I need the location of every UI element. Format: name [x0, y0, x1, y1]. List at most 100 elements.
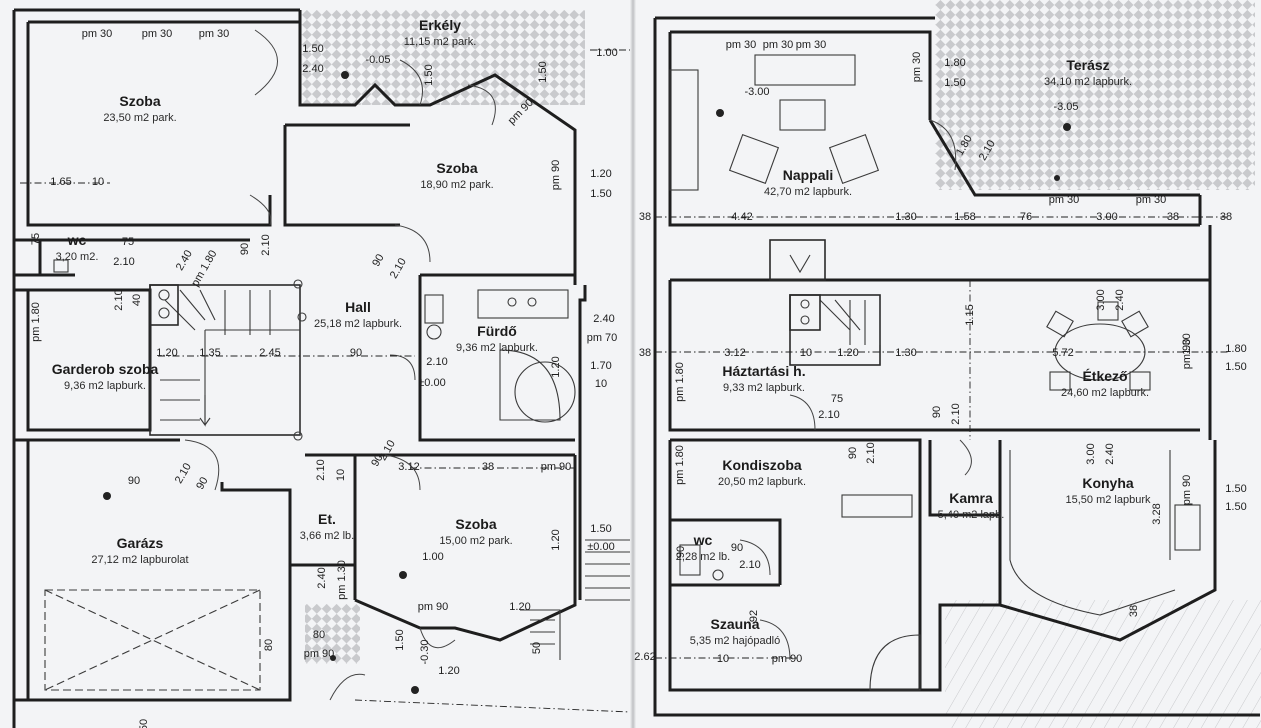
- level-marker: [103, 71, 419, 694]
- dimension-label: 1.00: [596, 47, 617, 59]
- dimension-label: pm 90: [550, 160, 562, 191]
- dimension-label: 90: [931, 406, 943, 418]
- dimension-label: pm 90: [418, 601, 449, 613]
- dimension-label: 90: [350, 347, 362, 359]
- dimension-label: 1.50: [1225, 501, 1246, 513]
- dimension-label: 2.40: [302, 63, 323, 75]
- dimension-label: 1.20: [590, 168, 611, 180]
- dimension-label: 5.72: [1052, 347, 1073, 359]
- dimension-label: -0.30: [419, 639, 431, 664]
- dimension-label: 38: [1220, 211, 1232, 223]
- ground-hatch: [945, 600, 1261, 728]
- dimension-label: 2.10: [818, 409, 839, 421]
- room-area: 20,50 m2 lapburk.: [718, 476, 806, 488]
- dimension-label: -3.00: [744, 86, 769, 98]
- dimension-label: pm 30: [726, 39, 757, 51]
- dimension-label: 3.12: [398, 461, 419, 473]
- room-name: Szoba: [455, 516, 496, 532]
- room-area: 25,18 m2 lapburk.: [314, 318, 402, 330]
- dimension-label: 10: [717, 653, 729, 665]
- dimension-label: 3.00: [1095, 289, 1107, 310]
- dimension-label: 2.10: [739, 559, 760, 571]
- plan-annotations: Erkély 11,15 m2 park. Szoba 23,50 m2 park. S…: [30, 17, 1247, 728]
- dimension-label: ±0.00: [418, 377, 445, 389]
- dimension-label: 2.40: [1114, 289, 1126, 310]
- dimension-label: 1.50: [590, 523, 611, 535]
- dimension-label: 50: [138, 719, 150, 728]
- dimension-label: 1.30: [895, 211, 916, 223]
- dimension-label: 3.28: [1151, 503, 1163, 524]
- room-name: Háztartási h.: [722, 363, 805, 379]
- dimension-label: 38: [482, 461, 494, 473]
- room-area: 23,50 m2 park.: [103, 112, 176, 124]
- dimension-label: pm 90: [1181, 339, 1193, 370]
- room-area: 9,36 m2 lapburk.: [64, 380, 146, 392]
- dimension-label: 2.40: [1104, 443, 1116, 464]
- room-area: 5,35 m2 hajópadló: [690, 635, 781, 647]
- dimension-label: -0.05: [365, 54, 390, 66]
- level-marker: [716, 109, 1071, 181]
- dimension-label: 1.20: [837, 347, 858, 359]
- balcony-tiles: [300, 10, 585, 105]
- dimension-label: pm 30: [82, 28, 113, 40]
- dimension-label: 1.35: [199, 347, 220, 359]
- dimension-label: 1.80: [944, 57, 965, 69]
- dimension-label: 2.40: [593, 313, 614, 325]
- dimension-label: 40: [131, 294, 143, 306]
- dimension-label: 2.10: [260, 234, 272, 255]
- room-name: Kondiszoba: [722, 457, 802, 473]
- dimension-label: 2.10: [113, 256, 134, 268]
- room-name: Et.: [318, 511, 336, 527]
- room-name: Garázs: [117, 535, 164, 551]
- dimension-label: pm 90: [304, 648, 335, 660]
- dimension-label: 50: [531, 642, 543, 654]
- dimension-label: 1.50: [590, 188, 611, 200]
- dimension-label: 1.50: [394, 629, 406, 650]
- dimension-label: 1.15: [964, 304, 976, 325]
- dimension-label: pm 90: [772, 653, 803, 665]
- room-area: 15,50 m2 lapburk: [1066, 494, 1151, 506]
- dimension-label: 1.70: [590, 360, 611, 372]
- room-name: Konyha: [1082, 475, 1134, 491]
- dimension-label: 38: [639, 347, 651, 359]
- dimension-label: 1.65: [50, 176, 71, 188]
- dimension-label: pm 90: [1181, 475, 1193, 506]
- dimension-label: 90: [369, 452, 386, 469]
- dimension-label: 3.12: [724, 347, 745, 359]
- room-area: 15,00 m2 park.: [439, 535, 512, 547]
- dimension-label: 10: [595, 378, 607, 390]
- room-name: Hall: [345, 299, 371, 315]
- room-area: 42,70 m2 lapburk.: [764, 186, 852, 198]
- room-name: Erkély: [419, 17, 461, 33]
- room-name: Fürdő: [477, 323, 517, 339]
- room-area: 11,15 m2 park.: [404, 36, 477, 48]
- dimension-label: 90: [731, 542, 743, 554]
- dimension-label: 1.80: [1225, 343, 1246, 355]
- dimension-label: 2.10: [315, 459, 327, 480]
- dimension-label: 1.50: [423, 64, 435, 85]
- room-name: Kamra: [949, 490, 993, 506]
- dimension-label: pm 30: [199, 28, 230, 40]
- dimension-label: -3.05: [1053, 101, 1078, 113]
- dimension-label: pm 1.80: [674, 362, 686, 402]
- dimension-label: 90: [370, 252, 387, 269]
- dimension-label: 2.62: [634, 651, 655, 663]
- dimension-label: 75: [831, 393, 843, 405]
- room-area: 9,36 m2 lapburk.: [456, 342, 538, 354]
- room-area: 18,90 m2 park.: [420, 179, 493, 191]
- dimension-label: pm 30: [796, 39, 827, 51]
- dimension-label: 90: [847, 447, 859, 459]
- dimension-label: 2.45: [259, 347, 280, 359]
- room-name: Szoba: [436, 160, 477, 176]
- basement-floor-plan: [653, 0, 1261, 728]
- dimension-label: 2.10: [865, 442, 877, 463]
- dimension-label: pm 1.80: [30, 302, 42, 342]
- dimension-label: 4.42: [731, 211, 752, 223]
- dimension-label: 2.10: [950, 403, 962, 424]
- dimension-label: 1.30: [895, 347, 916, 359]
- dimension-label: 90: [239, 243, 251, 255]
- dimension-label: 38: [1128, 605, 1140, 617]
- dimension-label: 1.20: [550, 356, 562, 377]
- dimension-label: 1.20: [550, 529, 562, 550]
